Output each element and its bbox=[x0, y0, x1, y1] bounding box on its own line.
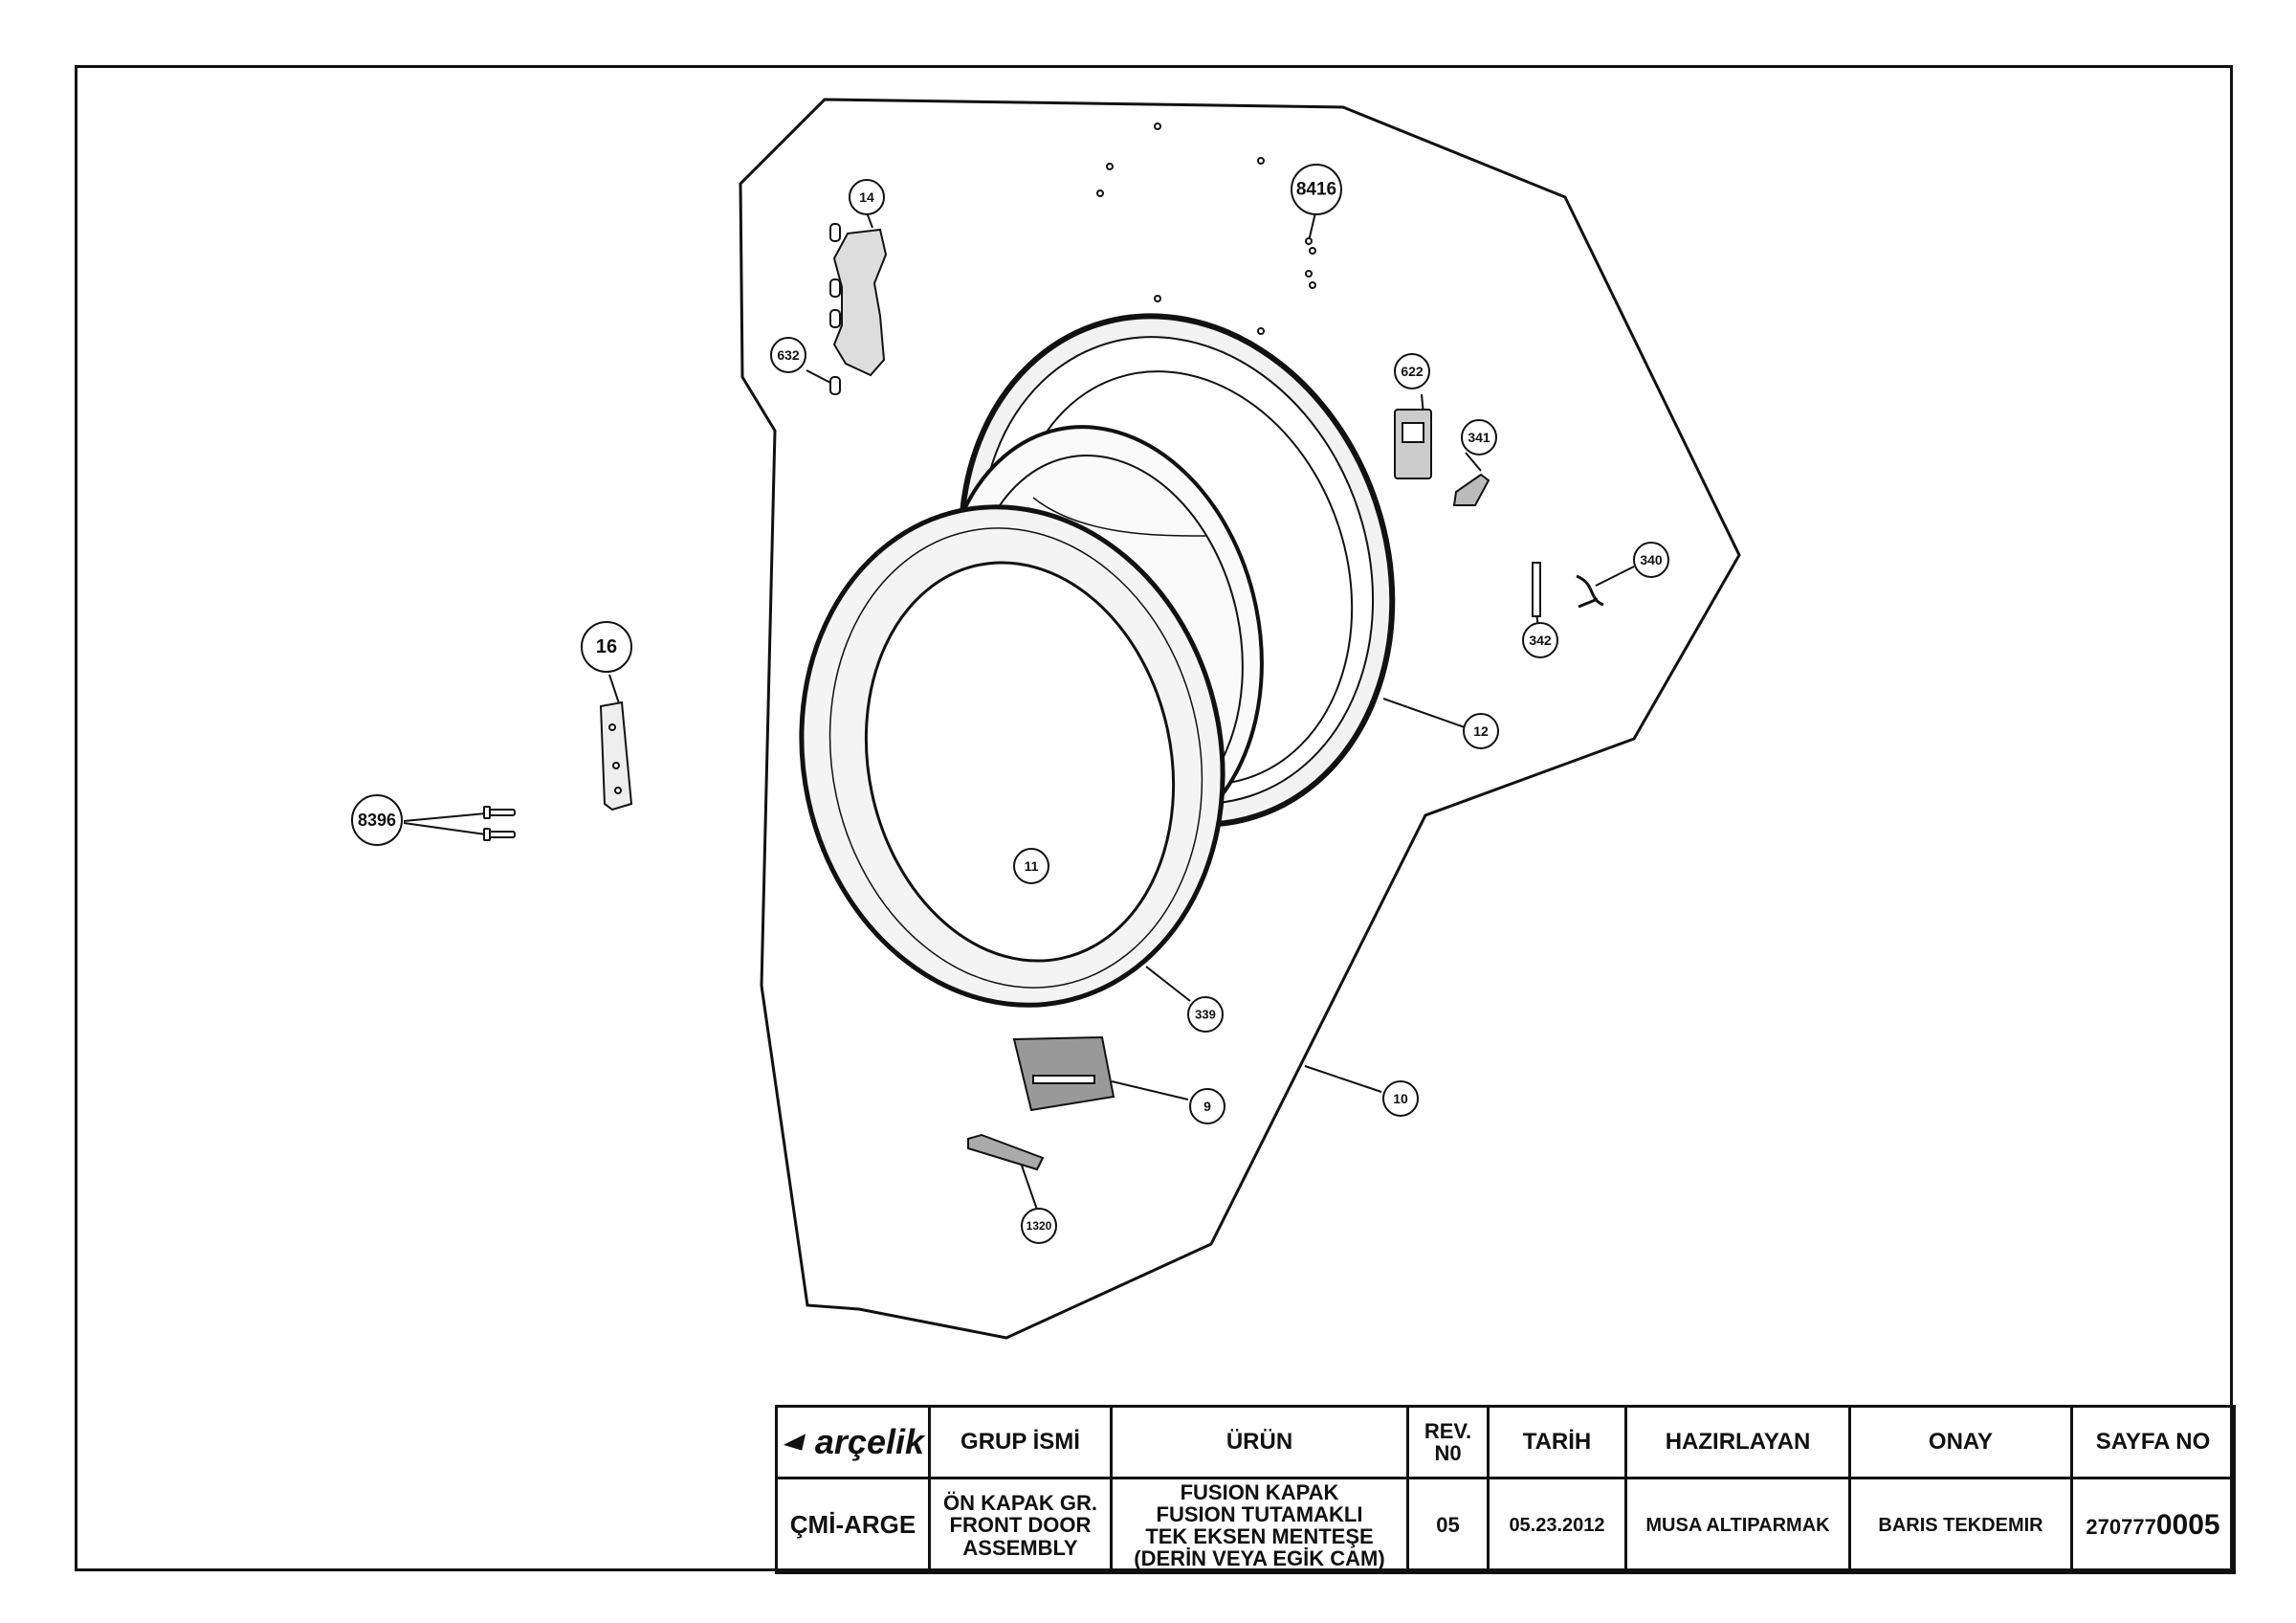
callout-label: 341 bbox=[1468, 430, 1490, 445]
header-rev-no: REV. N0 bbox=[1406, 1405, 1490, 1479]
lock-lever bbox=[1452, 473, 1490, 506]
callout-circle bbox=[1522, 622, 1558, 658]
callout-label: 1320 bbox=[1027, 1219, 1052, 1233]
door-handle bbox=[1012, 1035, 1115, 1112]
department-value: ÇMİ-ARGE bbox=[775, 1477, 931, 1574]
brand-logo-icon bbox=[783, 1434, 806, 1451]
callout-342: 342 bbox=[1522, 622, 1558, 658]
callout-label: 622 bbox=[1401, 364, 1424, 379]
header-group-name: GRUP İSMİ bbox=[928, 1405, 1113, 1479]
callout-8416: 8416 bbox=[1291, 164, 1342, 215]
header-approval: ONAY bbox=[1848, 1405, 2073, 1479]
product-value: FUSION KAPAK FUSION TUTAMAKLI TEK EKSEN … bbox=[1110, 1477, 1409, 1574]
screw-set bbox=[1096, 122, 1316, 335]
callout-341: 341 bbox=[1461, 419, 1497, 456]
callout-circle bbox=[1633, 542, 1669, 578]
header-prepared-by: HAZIRLAYAN bbox=[1624, 1405, 1851, 1479]
callout-circle bbox=[1013, 848, 1049, 884]
hinge-part bbox=[829, 223, 888, 395]
callout-label: 9 bbox=[1203, 1099, 1211, 1114]
callout-622: 622 bbox=[1394, 353, 1430, 389]
callout-circle bbox=[581, 621, 632, 673]
outer-door-ring bbox=[799, 504, 1225, 1008]
group-name-value: ÖN KAPAK GR. FRONT DOOR ASSEMBLY bbox=[928, 1477, 1113, 1574]
approval-value: BARIS TEKDEMIR bbox=[1848, 1477, 2073, 1574]
callout-label: 340 bbox=[1640, 552, 1663, 567]
rev-no-value: 05 bbox=[1406, 1477, 1490, 1574]
callout-circle bbox=[849, 179, 885, 215]
date-value: 05.23.2012 bbox=[1487, 1477, 1627, 1574]
header-date: TARİH bbox=[1487, 1405, 1627, 1479]
page-no-suffix: 0005 bbox=[2155, 1509, 2220, 1542]
callout-10: 10 bbox=[1382, 1080, 1419, 1117]
callout-label: 339 bbox=[1195, 1008, 1216, 1022]
callout-label: 10 bbox=[1393, 1091, 1408, 1106]
callout-1320: 1320 bbox=[1021, 1208, 1057, 1244]
callout-16: 16 bbox=[581, 621, 632, 673]
callout-632: 632 bbox=[770, 337, 806, 373]
callout-circle bbox=[1461, 419, 1497, 456]
hinge-pin bbox=[1532, 562, 1541, 617]
callout-circle bbox=[1394, 353, 1430, 389]
page-no-value: 2707770005 bbox=[2070, 1477, 2236, 1574]
callout-circle bbox=[1382, 1080, 1419, 1117]
brand-name: arçelik bbox=[814, 1422, 924, 1462]
callout-14: 14 bbox=[849, 179, 885, 215]
header-product: ÜRÜN bbox=[1110, 1405, 1409, 1479]
handle-cover bbox=[967, 1133, 1045, 1171]
page-no-prefix: 270777 bbox=[2086, 1515, 2156, 1540]
header-page-no: SAYFA NO bbox=[2070, 1405, 2236, 1479]
callout-group: 14 8416 632 622 341 340 342 16 12 8396 11 339 10 9 132… bbox=[351, 164, 1669, 1244]
title-block: arçelik GRUP İSMİ ÜRÜN REV. N0 TARİH HAZ… bbox=[775, 1405, 2236, 1574]
callout-label: 12 bbox=[1473, 723, 1489, 739]
brand-logo-cell: arçelik bbox=[775, 1405, 931, 1479]
callout-label: 8416 bbox=[1296, 180, 1336, 200]
callout-circle bbox=[1187, 996, 1224, 1033]
callout-label: 16 bbox=[596, 636, 617, 657]
callout-340: 340 bbox=[1633, 542, 1669, 578]
mounting-plate bbox=[599, 700, 633, 812]
callout-11: 11 bbox=[1013, 848, 1049, 884]
callout-label: 8396 bbox=[358, 811, 396, 830]
callout-circle bbox=[1291, 164, 1342, 215]
callout-circle bbox=[1021, 1208, 1057, 1244]
prepared-by-value: MUSA ALTIPARMAK bbox=[1624, 1477, 1851, 1574]
callout-circle bbox=[770, 337, 806, 373]
callout-label: 11 bbox=[1025, 858, 1039, 874]
callout-8396: 8396 bbox=[351, 794, 403, 846]
front-panel-outline bbox=[739, 98, 1741, 1340]
bolts bbox=[483, 806, 516, 841]
callout-12: 12 bbox=[1463, 713, 1499, 749]
callout-label: 632 bbox=[777, 347, 800, 363]
callout-circle bbox=[351, 794, 403, 846]
callout-label: 342 bbox=[1529, 633, 1552, 648]
door-lock bbox=[1394, 409, 1432, 479]
callout-circle bbox=[1189, 1088, 1225, 1124]
callout-circle bbox=[1463, 713, 1499, 749]
callout-339: 339 bbox=[1187, 996, 1224, 1033]
callout-label: 14 bbox=[859, 189, 874, 205]
callout-9: 9 bbox=[1189, 1088, 1225, 1124]
spring bbox=[1576, 574, 1604, 609]
